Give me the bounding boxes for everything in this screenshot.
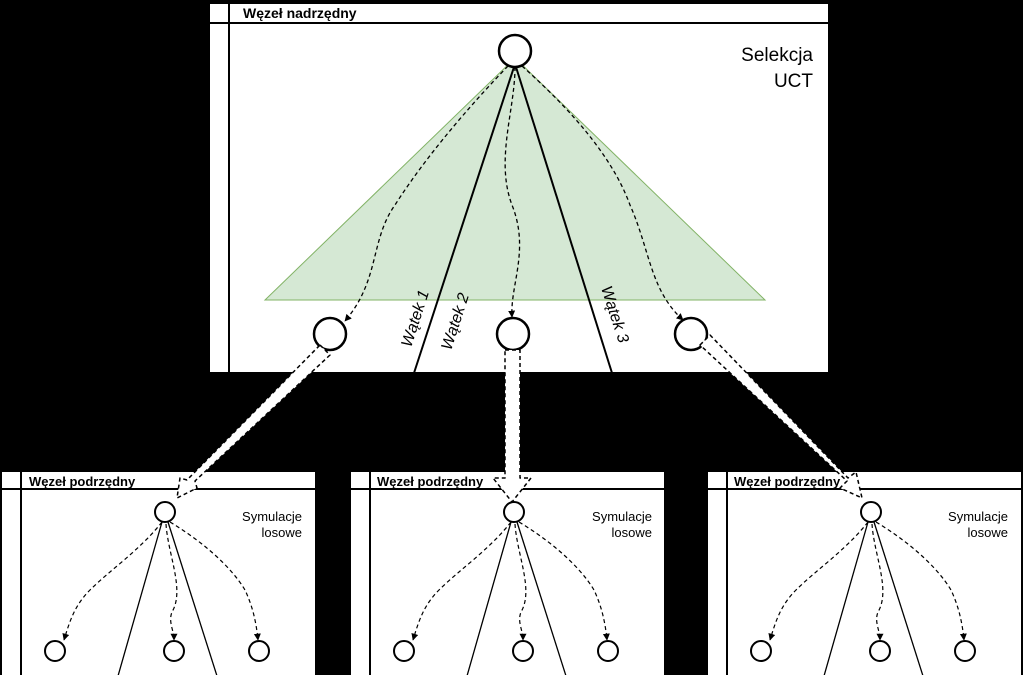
- worker-leaf-node: [750, 640, 772, 662]
- rollout-path: [875, 521, 967, 641]
- distribution-arrow-3: [699, 334, 863, 499]
- rollout-path: [518, 521, 610, 641]
- worker-note-line1: Symulacje: [242, 509, 302, 524]
- thread-1-line: [413, 66, 515, 374]
- thread-2-line: [515, 66, 613, 374]
- worker-leaf-node: [163, 640, 185, 662]
- worker-note-line2: losowe: [262, 525, 302, 540]
- worker-root-node: [154, 501, 176, 523]
- worker-node-panel-3: Węzeł podrzędny Symulacje losowe: [706, 470, 1023, 675]
- distribution-arrow-shape: [492, 349, 532, 503]
- master-node-panel: Węzeł nadrzędny Selekcja UCT Wątek 1 Wąt…: [208, 2, 830, 374]
- worker-branch-line: [873, 521, 924, 675]
- selection-path-middle: [504, 66, 521, 318]
- distribution-arrow-2: [492, 349, 532, 503]
- worker-panel-title: Węzeł podrzędny: [734, 474, 841, 489]
- selection-note-line2: UCT: [774, 71, 813, 92]
- rollout-path: [411, 521, 512, 641]
- worker-root-node: [860, 501, 882, 523]
- master-leaf-node-3: [673, 316, 709, 352]
- worker-branch-line: [117, 521, 163, 675]
- worker-leaf-node: [44, 640, 66, 662]
- distribution-arrow-shape: [699, 334, 863, 499]
- worker-panel-title: Węzeł podrzędny: [29, 474, 136, 489]
- worker-leaf-node: [393, 640, 415, 662]
- worker-note-line1: Symulacje: [592, 509, 652, 524]
- rollout-path: [62, 521, 163, 641]
- worker-node-panel-2: Węzeł podrzędny Symulacje losowe: [349, 470, 666, 675]
- distribution-arrow-1: [176, 344, 331, 499]
- worker-note-line2: losowe: [968, 525, 1008, 540]
- uct-selection-area: [263, 57, 767, 301]
- worker-branch-line: [516, 521, 567, 675]
- selection-note-line1: Selekcja: [741, 45, 813, 66]
- worker-branch-line: [823, 521, 869, 675]
- master-panel-title: Węzeł nadrzędny: [243, 5, 357, 21]
- rollout-path: [165, 523, 178, 641]
- worker-leaf-node: [512, 640, 534, 662]
- worker-leaf-node: [954, 640, 976, 662]
- worker-note-line2: losowe: [612, 525, 652, 540]
- worker-branch-line: [167, 521, 218, 675]
- worker-root-node: [503, 501, 525, 523]
- worker-branch-line: [466, 521, 512, 675]
- rollout-path: [169, 521, 261, 641]
- rollout-path: [514, 523, 527, 641]
- master-root-node: [497, 33, 533, 69]
- master-leaf-node-2: [495, 316, 531, 352]
- master-leaf-node-1: [312, 316, 348, 352]
- distribution-arrow-shape: [176, 344, 331, 499]
- selection-path-left: [344, 65, 509, 322]
- rollout-path: [871, 523, 884, 641]
- worker-leaf-node: [248, 640, 270, 662]
- selection-path-right: [521, 65, 684, 321]
- rollout-path: [768, 521, 869, 641]
- worker-leaf-node: [597, 640, 619, 662]
- worker-note-line1: Symulacje: [948, 509, 1008, 524]
- worker-panel-title: Węzeł podrzędny: [377, 474, 484, 489]
- worker-node-panel-1: Węzeł podrzędny Symulacje losowe: [0, 470, 317, 675]
- worker-leaf-node: [869, 640, 891, 662]
